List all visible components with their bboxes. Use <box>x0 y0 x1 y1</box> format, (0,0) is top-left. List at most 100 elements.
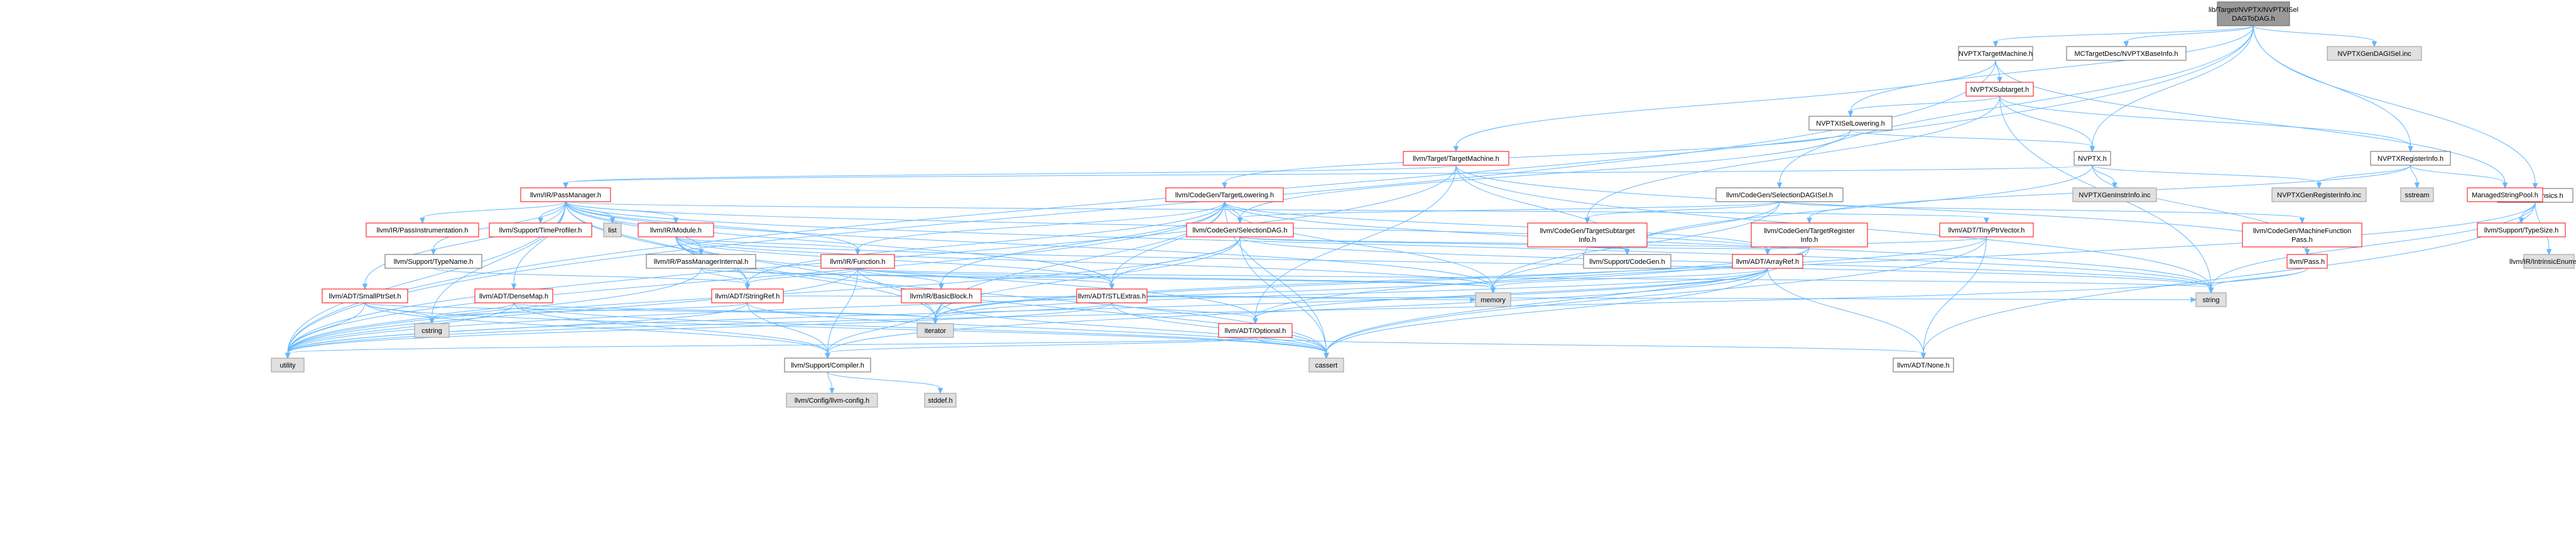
node-box <box>820 254 895 269</box>
node-label: iterator <box>925 327 947 335</box>
node-seldag[interactable]: llvm/CodeGen/SelectionDAG.h <box>1186 222 1294 237</box>
edge-reginfo-sstream <box>2410 165 2420 189</box>
edge-line <box>565 165 1457 183</box>
node-box <box>2286 254 2328 269</box>
node-stringref[interactable]: llvm/ADT/StringRef.h <box>711 288 784 303</box>
node-box <box>924 393 957 408</box>
edge-line <box>1999 95 2411 147</box>
edge-line <box>1224 201 1494 288</box>
edge-line <box>1111 302 1256 319</box>
edge-arrowhead <box>362 283 368 290</box>
node-mcbase[interactable]: MCTargetDesc/NVPTXBaseInfo.h <box>2066 46 2187 61</box>
node-label: NVPTXGenRegisterInfo.inc <box>2277 192 2361 199</box>
node-label: llvm/IR/PassManagerInternal.h <box>654 258 748 266</box>
node-box <box>2523 254 2575 269</box>
edge-line <box>857 268 942 285</box>
node-label: llvm/IR/BasicBlock.h <box>910 293 973 300</box>
edge-line <box>2210 202 2536 288</box>
node-nvptxtm[interactable]: NVPTXTargetMachine.h <box>1958 46 2033 61</box>
edge-line <box>857 268 2212 288</box>
node-managedstr[interactable]: ManagedStringPool.h <box>2467 187 2543 202</box>
node-passinstr[interactable]: llvm/IR/PassInstrumentation.h <box>366 222 479 237</box>
node-function[interactable]: llvm/IR/Function.h <box>820 254 895 269</box>
edge-intrinsics-typesize <box>2518 202 2536 224</box>
node-genreg: NVPTXGenRegisterInfo.inc <box>2271 187 2367 202</box>
edge-line <box>1111 201 1225 285</box>
node-label: cstring <box>421 327 442 335</box>
node-iterator: iterator <box>916 323 954 338</box>
node-reginfo[interactable]: NVPTXRegisterInfo.h <box>2370 151 2451 166</box>
node-stlextras[interactable]: llvm/ADT/STLExtras.h <box>1076 288 1148 303</box>
node-box <box>2370 151 2451 166</box>
edge-line <box>1767 268 1924 354</box>
edge-optional-cassert <box>1255 337 1329 359</box>
edge-line <box>675 236 1256 319</box>
node-pmi[interactable]: llvm/IR/PassManagerInternal.h <box>646 254 756 269</box>
node-subtarget[interactable]: NVPTXSubtarget.h <box>1965 82 2034 97</box>
edge-line <box>1587 201 1780 219</box>
edge-line <box>565 201 1112 285</box>
node-timeprof[interactable]: llvm/Support/TimeProfiler.h <box>489 222 592 237</box>
node-pass[interactable]: llvm/Pass.h <box>2286 254 2328 269</box>
node-isellow[interactable]: NVPTXISelLowering.h <box>1808 116 1893 131</box>
node-none[interactable]: llvm/ADT/None.h <box>1893 357 1954 373</box>
edge-stringref-cstring <box>429 302 748 325</box>
node-label: llvm/Support/CodeGen.h <box>1589 258 1665 266</box>
node-stddef: stddef.h <box>924 393 957 408</box>
edge-seldagisel-tsubtarget <box>1584 201 1780 224</box>
edge-line <box>2253 25 2375 42</box>
edge-line <box>1850 95 2000 112</box>
node-smallptr[interactable]: llvm/ADT/SmallPtrSet.h <box>322 288 408 303</box>
edge-optional-compiler <box>825 337 1256 359</box>
node-box <box>2477 222 2566 237</box>
edge-arrowhead <box>2371 41 2378 48</box>
edge-line <box>1779 201 2303 219</box>
edge-line <box>432 201 566 319</box>
node-label: NVPTXGenInstrInfo.inc <box>2079 192 2151 199</box>
node-sstream: sstream <box>2400 187 2434 202</box>
node-label: utility <box>280 362 296 369</box>
node-compiler[interactable]: llvm/Support/Compiler.h <box>784 357 871 373</box>
node-box <box>638 222 714 237</box>
edge-line <box>935 268 1768 319</box>
edge-arrowhead <box>855 249 861 256</box>
node-box <box>784 357 871 373</box>
node-seldagisel[interactable]: llvm/CodeGen/SelectionDAGISel.h <box>1715 187 1844 202</box>
edge-line <box>565 165 2093 183</box>
edge-subtarget-tsubtarget <box>1584 95 2000 224</box>
node-tlowering[interactable]: llvm/CodeGen/TargetLowering.h <box>1165 187 1284 202</box>
edge-seldagisel-seldag <box>1237 201 1780 224</box>
edge-arrowhead <box>2123 41 2129 48</box>
node-label: Info.h <box>1579 236 1596 244</box>
node-arrayref[interactable]: llvm/ADT/ArrayRef.h <box>1732 254 1803 269</box>
node-codegen[interactable]: llvm/Support/CodeGen.h <box>1583 254 1671 269</box>
node-box <box>1893 357 1954 373</box>
edge-line <box>2253 25 2536 184</box>
edge-arrowhead <box>1984 217 1989 224</box>
node-typesize[interactable]: llvm/Support/TypeSize.h <box>2477 222 2566 237</box>
edge-line <box>2092 165 2320 183</box>
edge-line <box>1239 236 2212 288</box>
node-basicblock[interactable]: llvm/IR/BasicBlock.h <box>901 288 982 303</box>
node-nvptx[interactable]: NVPTX.h <box>2073 151 2111 166</box>
edge-arrowhead <box>2208 287 2214 294</box>
node-tinyptr[interactable]: llvm/ADT/TinyPtrVector.h <box>1939 222 2034 237</box>
node-passmanager[interactable]: llvm/IR/PassManager.h <box>520 187 611 202</box>
node-llvmconfig: llvm/Config/llvm-config.h <box>786 393 878 408</box>
node-targetmachine[interactable]: llvm/Target/TargetMachine.h <box>1403 151 1509 166</box>
edge-reginfo-managedstr <box>2410 165 2508 189</box>
edge-arrowhead <box>2408 146 2413 153</box>
node-typename[interactable]: llvm/Support/TypeName.h <box>384 254 482 269</box>
edge-line <box>827 371 941 389</box>
edge-seldagisel-mfpass <box>1779 201 2305 224</box>
node-box <box>1403 151 1509 166</box>
edge-arrowhead <box>2304 249 2310 256</box>
edge-arrowhead <box>1222 182 1227 189</box>
node-module[interactable]: llvm/IR/Module.h <box>638 222 714 237</box>
node-optional[interactable]: llvm/ADT/Optional.h <box>1218 323 1293 338</box>
node-densemap[interactable]: llvm/ADT/DenseMap.h <box>474 288 553 303</box>
